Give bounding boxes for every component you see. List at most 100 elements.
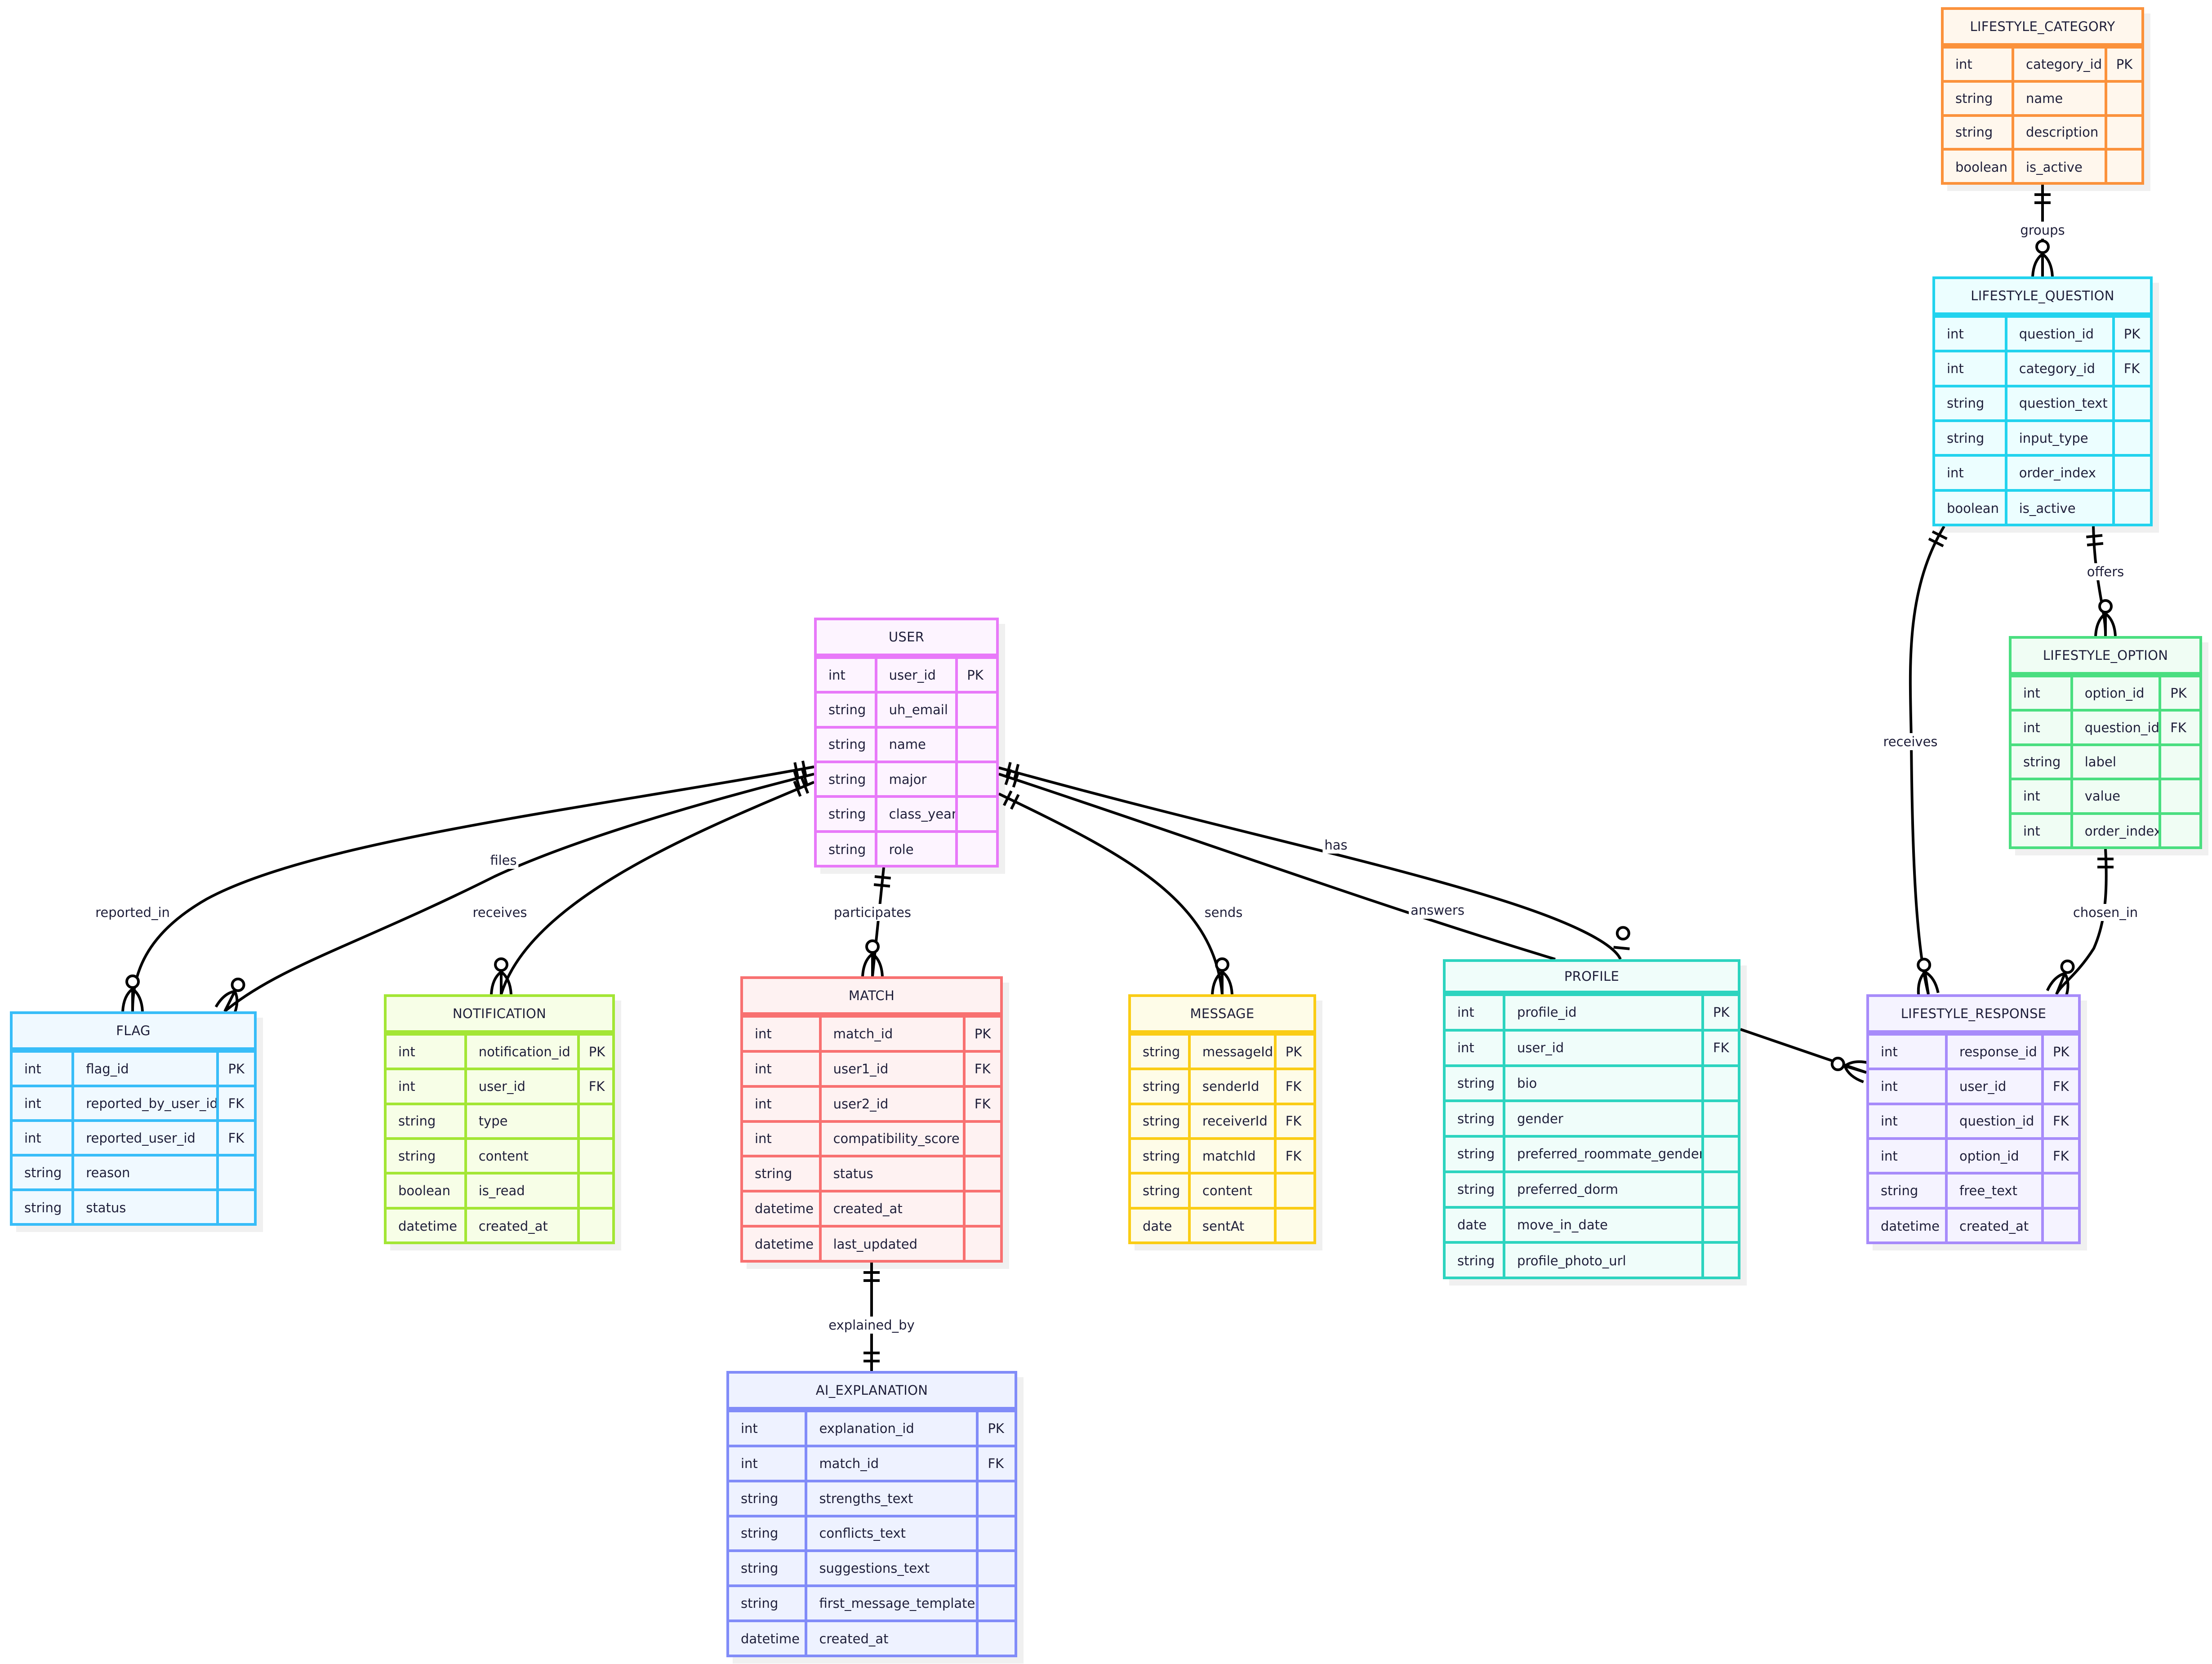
attr-type: int [2012,674,2073,712]
attr-type: int [1446,993,1505,1032]
attr-type: string [1944,114,2014,151]
attr-name: order_index [2004,454,2115,492]
exactly-one-marker [873,883,890,888]
relationship-label: reported_in [93,904,172,921]
attr-name: user_id [1503,1028,1704,1067]
attr-name: reported_by_user_id [71,1085,219,1122]
attr-type: string [817,691,877,729]
attr-type: int [1944,46,2014,83]
attr-type: string [2012,743,2073,781]
attr-type: int [387,1068,467,1105]
attr-type: int [743,1120,822,1158]
attr-type: int [1935,454,2007,492]
attr-name: strengths_text [805,1479,979,1517]
crows-foot-marker [2046,972,2065,992]
attr-type: string [1131,1032,1191,1071]
attr-key [2104,148,2141,183]
attr-name: option_id [1945,1137,2044,1175]
attr-name: description [2012,114,2107,151]
attr-name: is_read [464,1172,580,1210]
attr-name: status [819,1155,966,1193]
attr-type: string [1935,384,2007,422]
attr-name: flag_id [71,1050,219,1087]
attr-key [216,1188,254,1224]
attr-key: FK [1701,1028,1738,1067]
zero-marker [865,939,880,954]
attr-key: FK [1273,1102,1313,1140]
exactly-one-marker [2086,534,2103,538]
attr-name: last_updated [819,1225,966,1261]
attr-type: datetime [743,1190,822,1228]
relationship-label: has [1322,836,1349,854]
attr-name: category_id [2004,350,2115,387]
zero-marker [1215,957,1229,972]
entity-title: LIFESTYLE_RESPONSE [1869,997,2078,1033]
attr-type: string [1446,1135,1505,1173]
attr-type: int [729,1410,808,1447]
relationship-label: chosen_in [2071,904,2140,921]
attr-name: matchId [1188,1137,1277,1175]
attr-type: datetime [387,1206,467,1243]
attr-name: question_id [2070,709,2162,746]
zero-marker [2035,240,2050,254]
attr-name: conflicts_text [805,1514,979,1553]
attr-name: free_text [1945,1172,2044,1210]
attr-type: string [1935,419,2007,457]
relationship-label: offers [2085,563,2126,580]
attr-key [2112,489,2150,525]
attr-name: match_id [819,1015,966,1053]
attr-type: int [817,656,877,694]
attr-name: category_id [2012,46,2107,83]
entity-title: LIFESTYLE_CATEGORY [1944,10,2141,46]
attr-name: user2_id [819,1085,966,1123]
attr-type: string [387,1102,467,1140]
attr-key: PK [1701,993,1738,1032]
attr-name: is_active [2012,148,2107,183]
attr-name: created_at [1945,1206,2044,1243]
attr-key [1273,1172,1313,1210]
attr-key [1701,1170,1738,1209]
attr-type: string [729,1549,808,1588]
attr-key [962,1190,1000,1228]
zero-marker [125,974,140,989]
attr-type: string [1131,1137,1191,1175]
attr-key: FK [1273,1137,1313,1175]
attr-key [976,1479,1015,1517]
attr-type: string [1131,1172,1191,1210]
attr-type: string [729,1514,808,1553]
attr-key [2104,114,2141,151]
